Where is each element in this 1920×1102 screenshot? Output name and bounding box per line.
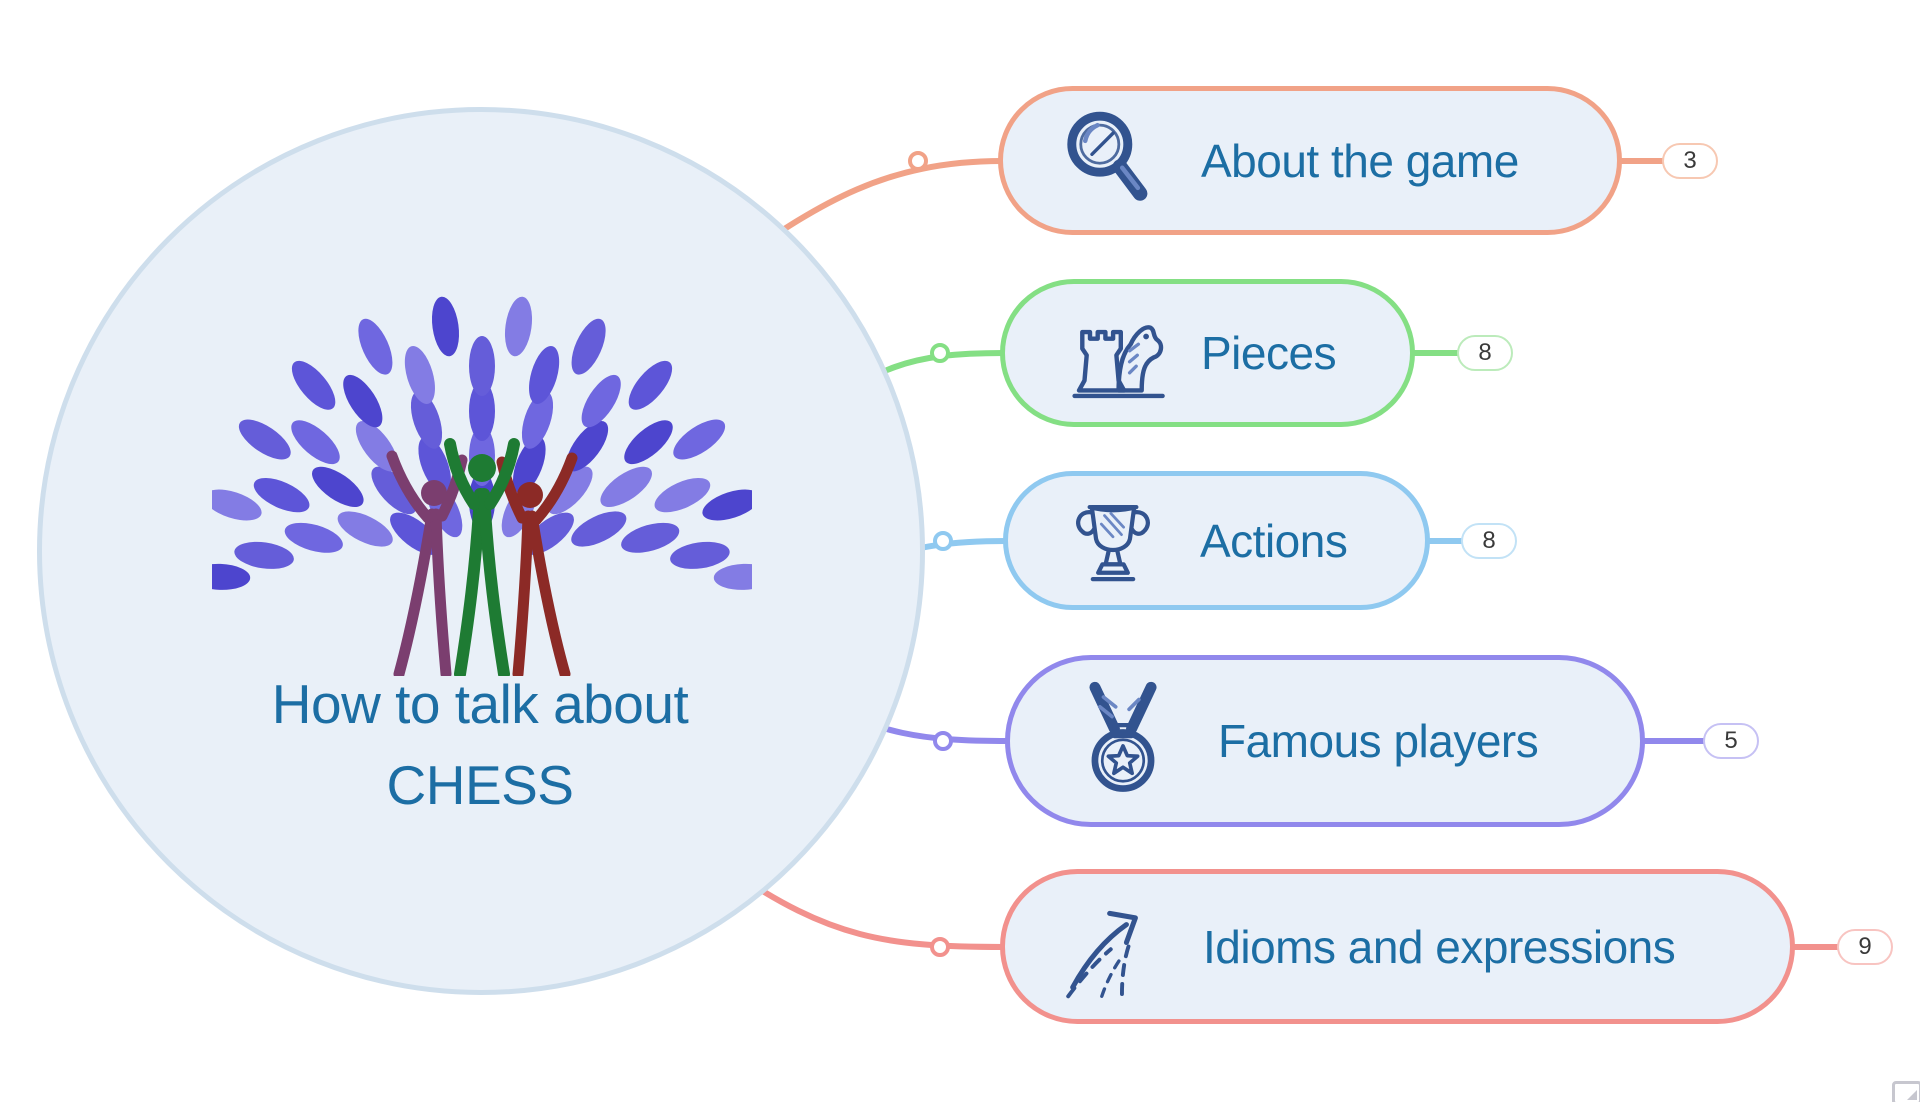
magnifier-icon xyxy=(1067,111,1148,201)
tree-figure-left-icon xyxy=(386,450,468,676)
watermark-icon xyxy=(1892,1081,1920,1102)
central-topic-title: How to talk about CHESS xyxy=(120,664,840,827)
tree-leaves-icon xyxy=(212,296,752,590)
central-title-line2: CHESS xyxy=(386,754,575,817)
node-label: Actions xyxy=(1200,514,1348,567)
badge-about-the-game-count[interactable]: 3 xyxy=(1662,143,1718,179)
node-idioms-and-expressions[interactable]: Idioms and expressions xyxy=(1000,869,1795,1024)
badge-count: 9 xyxy=(1858,933,1872,960)
badge-count: 8 xyxy=(1478,339,1492,366)
trophy-icon xyxy=(1076,504,1150,581)
node-famous-players[interactable]: Famous players xyxy=(1005,655,1645,827)
badge-count: 3 xyxy=(1683,147,1697,174)
rising-arrow-icon xyxy=(1066,910,1138,998)
node-label: About the game xyxy=(1201,134,1519,187)
node-pieces[interactable]: Pieces xyxy=(1000,279,1415,427)
connector-dot[interactable] xyxy=(933,531,953,551)
node-label: Famous players xyxy=(1218,715,1539,767)
badge-famous-players-count[interactable]: 5 xyxy=(1703,723,1759,759)
node-label: Pieces xyxy=(1201,327,1337,379)
connector-dot[interactable] xyxy=(908,151,928,171)
badge-count: 5 xyxy=(1724,727,1738,754)
branch-connector xyxy=(727,867,1007,950)
node-about-the-game[interactable]: About the game xyxy=(998,86,1622,235)
tree-figure-center-icon xyxy=(444,438,520,676)
connector-dot[interactable] xyxy=(930,937,950,957)
badge-idioms-count[interactable]: 9 xyxy=(1837,929,1893,965)
node-label: Idioms and expressions xyxy=(1203,920,1676,973)
badge-pieces-count[interactable]: 8 xyxy=(1457,335,1513,371)
connector-dot[interactable] xyxy=(930,343,950,363)
people-tree-logo xyxy=(212,256,752,676)
badge-count: 8 xyxy=(1482,527,1496,554)
connector-dot[interactable] xyxy=(933,731,953,751)
medal-icon xyxy=(1089,681,1157,792)
badge-actions-count[interactable]: 8 xyxy=(1461,523,1517,559)
tree-figure-right-icon xyxy=(496,452,578,676)
central-title-line1: How to talk about xyxy=(271,673,689,735)
chess-pieces-icon xyxy=(1072,325,1165,399)
node-actions[interactable]: Actions xyxy=(1003,471,1430,610)
